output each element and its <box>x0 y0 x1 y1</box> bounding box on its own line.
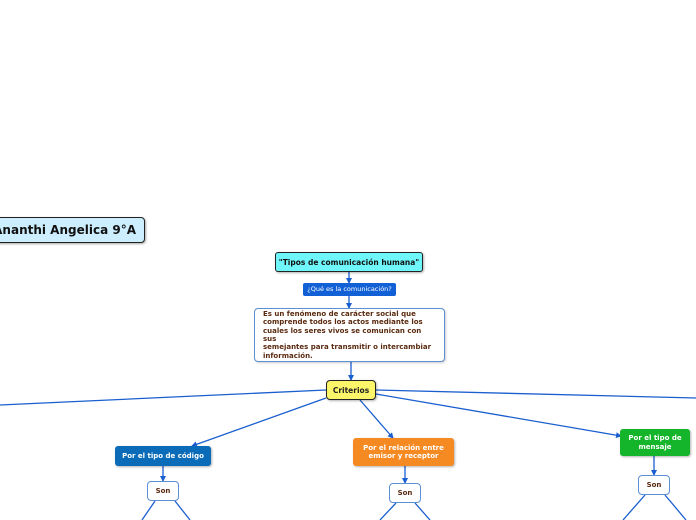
edge-criterios-left <box>0 389 327 406</box>
edge-son1-left <box>141 500 156 520</box>
definition-node[interactable]: Es un fenómeno de carácter social que co… <box>254 308 445 362</box>
edge-son3-left <box>622 494 646 520</box>
definition-line: semejantes para transmitir o intercambia… <box>263 343 432 352</box>
edge-son1-right <box>174 500 191 520</box>
branch-tipo-mensaje-node[interactable]: Por el tipo de mensaje <box>620 429 690 456</box>
edge-criterios-right <box>375 389 696 399</box>
definition-text: Es un fenómeno de carácter social que co… <box>263 310 436 360</box>
edge-son3-right <box>664 494 687 520</box>
question-node[interactable]: ¿Qué es la comunicación? <box>303 283 396 296</box>
edge-criterios-codigo <box>191 397 327 448</box>
branch-tipo-codigo-node[interactable]: Por el tipo de código <box>115 446 211 466</box>
main-topic-node[interactable]: "Tipos de comunicación humana" <box>275 252 423 272</box>
definition-line: información. <box>263 351 313 360</box>
definition-line: comprende todos los actos mediante los <box>263 318 423 327</box>
criterios-node[interactable]: Criterios <box>326 380 376 400</box>
edge-criterios-mensaje <box>375 393 622 439</box>
edge-son2-right <box>414 502 431 520</box>
son-node-codigo[interactable]: Son <box>147 481 179 501</box>
branch-relacion-node[interactable]: Por el relación entre emisor y receptor <box>353 438 454 466</box>
definition-line: cuales los seres vivos se comunican con … <box>263 326 422 343</box>
author-node[interactable]: Ananthi Angelica 9°A <box>0 217 145 243</box>
edge-criterios-relacion <box>359 399 394 439</box>
edge-son2-left <box>379 502 397 520</box>
definition-line: Es un fenómeno de carácter social que <box>263 309 416 318</box>
son-node-mensaje[interactable]: Son <box>638 475 670 495</box>
son-node-relacion[interactable]: Son <box>389 483 421 503</box>
